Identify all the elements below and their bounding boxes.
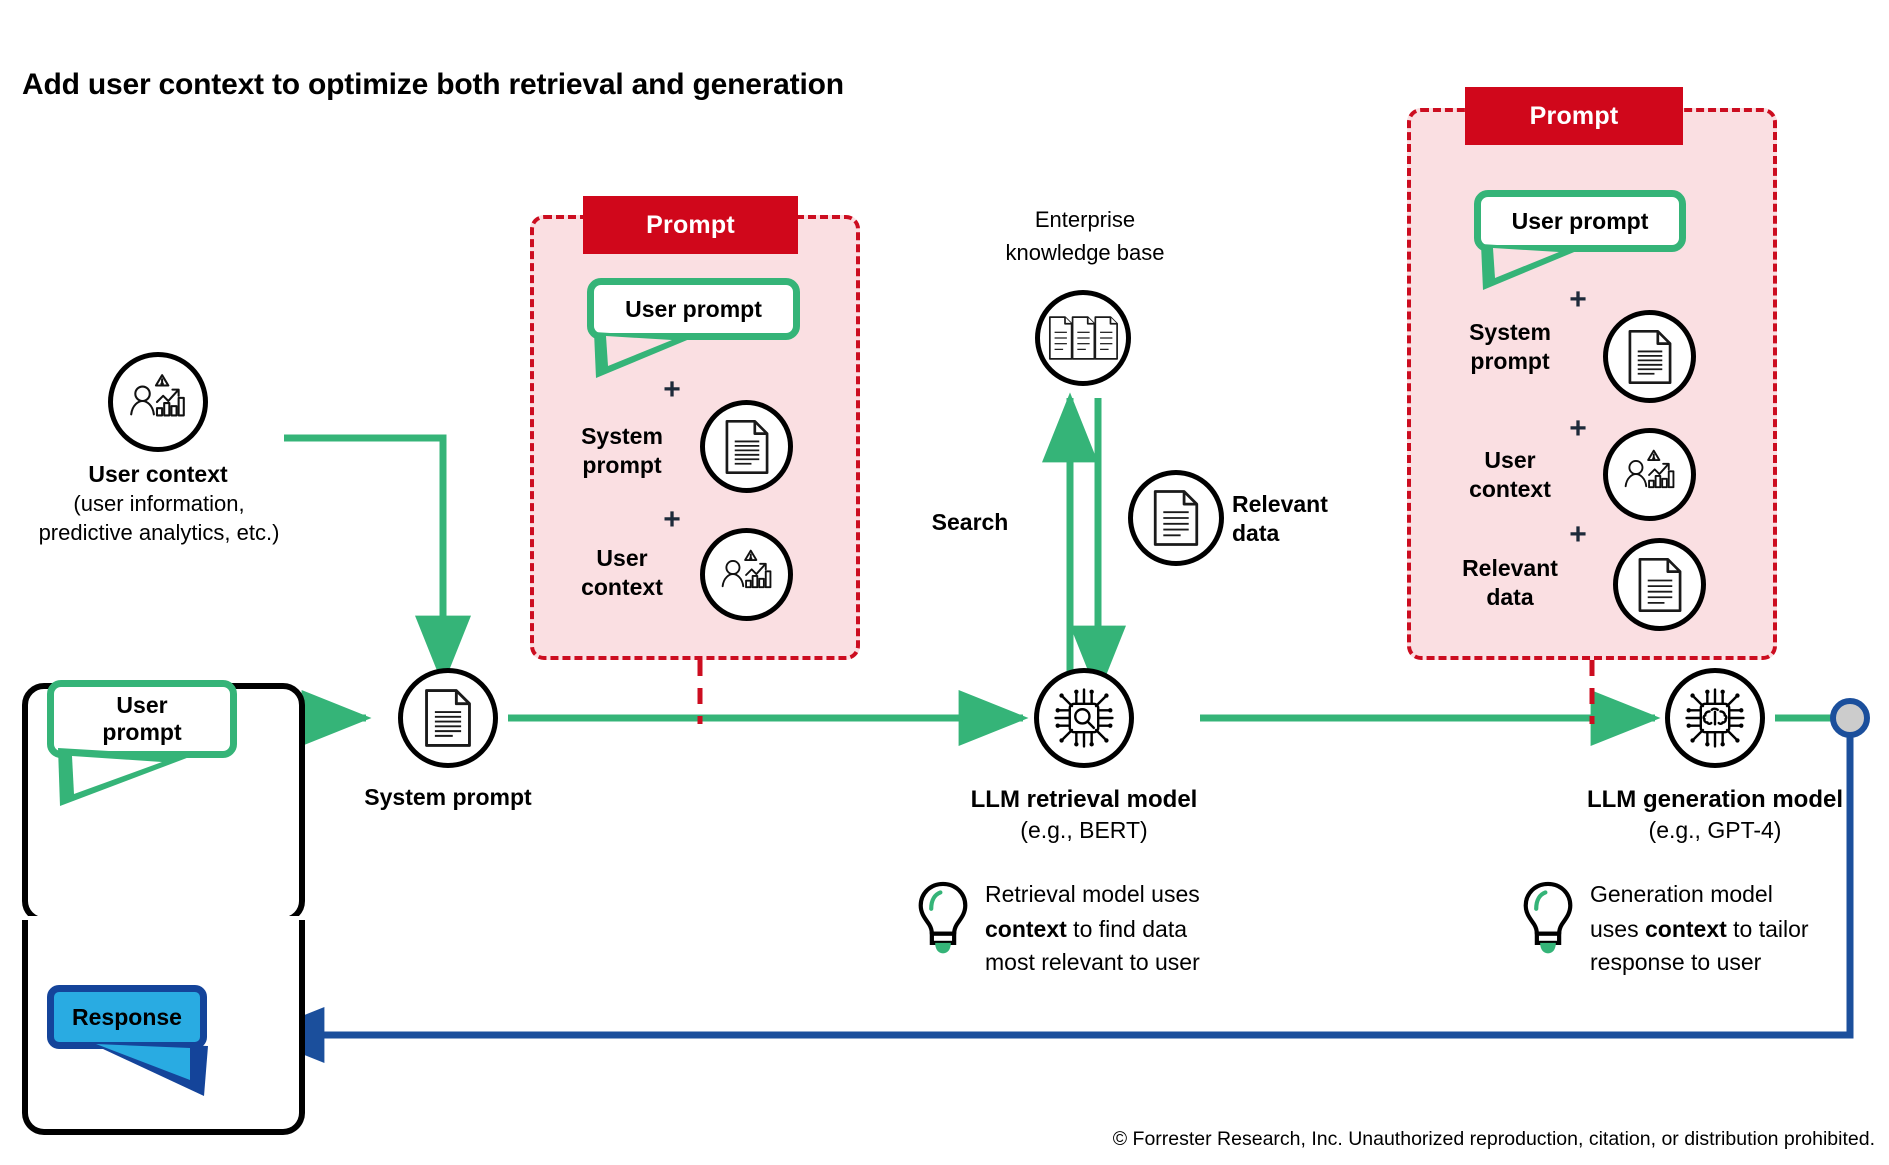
knowledge-base-line-2: knowledge base <box>1005 240 1165 265</box>
prompt-right-bubble-label: User prompt <box>1511 207 1649 234</box>
prompt-left-item2-line1: User <box>596 545 648 571</box>
user-context-subtitle-1: (user information, <box>73 491 245 516</box>
relevant-data-line-1: Relevant <box>1232 491 1328 517</box>
prompt-right-bubble-tail <box>1481 244 1579 290</box>
prompt-panel-right-header: Prompt <box>1465 87 1683 145</box>
response-bubble[interactable]: Response <box>47 985 207 1049</box>
prompt-right-item2-line2: context <box>1469 476 1551 502</box>
document-icon <box>1613 538 1706 631</box>
prompt-left-bubble-label: User prompt <box>625 295 762 322</box>
user-prompt-line-1: User <box>116 692 168 718</box>
generation-model-sublabel: (e.g., GPT-4) <box>1648 817 1782 843</box>
search-label: Search <box>931 509 1009 535</box>
document-icon <box>1128 470 1224 566</box>
prompt-right-item1-line1: System <box>1469 319 1551 345</box>
document-icon <box>398 668 498 768</box>
prompt-left-bubble-tail <box>594 332 692 378</box>
user-analytics-icon <box>700 528 793 621</box>
prompt-left-user-prompt-bubble[interactable]: User prompt <box>587 278 800 340</box>
prompt-left-item1-line1: System <box>581 423 663 449</box>
document-icon <box>1603 310 1696 403</box>
prompt-left-item1-line2: prompt <box>582 452 662 478</box>
prompt-left-plus-1: + <box>663 373 681 406</box>
chip-search-icon <box>1034 668 1134 768</box>
retrieval-note-emphasis: context <box>985 916 1067 942</box>
relevant-data-line-2: data <box>1232 520 1280 546</box>
prompt-right-plus-3: + <box>1569 518 1587 551</box>
document-icon <box>700 400 793 493</box>
prompt-right-plus-1: + <box>1569 283 1587 316</box>
user-prompt-bubble-tail <box>58 748 192 806</box>
copyright-footer: © Forrester Research, Inc. Unauthorized … <box>1112 1128 1875 1150</box>
system-prompt-node-label: System prompt <box>364 784 532 810</box>
retrieval-note-line-3: most relevant to user <box>985 949 1200 975</box>
generation-note-line-3: response to user <box>1590 949 1762 975</box>
user-context-title: User context <box>88 461 228 487</box>
generation-note-emphasis: context <box>1644 916 1727 942</box>
user-analytics-icon <box>1603 428 1696 521</box>
prompt-right-item3-line1: Relevant <box>1462 555 1558 581</box>
chip-brain-icon <box>1665 668 1765 768</box>
generation-note-line2-post: to tailor <box>1726 916 1809 942</box>
user-prompt-bubble[interactable]: User prompt <box>47 680 237 758</box>
retrieval-note-line-1: Retrieval model uses <box>985 881 1200 907</box>
generation-note-line-2: uses context to tailor <box>1590 916 1889 943</box>
retrieval-model-label: LLM retrieval model <box>970 786 1198 813</box>
retrieval-note-line2-rest: to find data <box>1066 916 1187 942</box>
prompt-left-item2-line2: context <box>581 574 663 600</box>
prompt-right-item1-line2: prompt <box>1470 348 1550 374</box>
user-analytics-icon <box>108 352 208 452</box>
retrieval-model-sublabel: (e.g., BERT) <box>1020 817 1148 843</box>
lightbulb-icon <box>918 881 968 954</box>
response-bubble-tail <box>88 1042 208 1096</box>
prompt-header-label: Prompt <box>646 210 735 239</box>
response-label: Response <box>72 1003 182 1030</box>
prompt-left-plus-2: + <box>663 503 681 536</box>
knowledge-base-line-1: Enterprise <box>1034 207 1136 232</box>
page-title: Add user context to optimize both retrie… <box>22 68 844 101</box>
device-frame-seam <box>28 916 299 926</box>
wire-user-context-to-system-prompt <box>284 434 471 686</box>
generation-model-label: LLM generation model <box>1586 786 1843 813</box>
prompt-right-plus-2: + <box>1569 412 1587 445</box>
prompt-header-label: Prompt <box>1529 101 1619 130</box>
prompt-panel-left-header: Prompt <box>583 196 798 254</box>
lightbulb-icon <box>1523 881 1573 954</box>
user-context-subtitle-2: predictive analytics, etc.) <box>38 520 280 545</box>
junction-node <box>1830 698 1870 738</box>
prompt-right-item2-line1: User <box>1484 447 1536 473</box>
generation-note-line2-pre: uses <box>1590 916 1645 942</box>
generation-note-line-1: Generation model <box>1590 881 1773 907</box>
user-prompt-line-2: prompt <box>102 719 182 745</box>
documents-stack-icon <box>1035 290 1131 386</box>
prompt-right-user-prompt-bubble[interactable]: User prompt <box>1474 190 1686 252</box>
prompt-right-item3-line2: data <box>1486 584 1534 610</box>
retrieval-note-line-2: context to find data <box>985 916 1325 943</box>
